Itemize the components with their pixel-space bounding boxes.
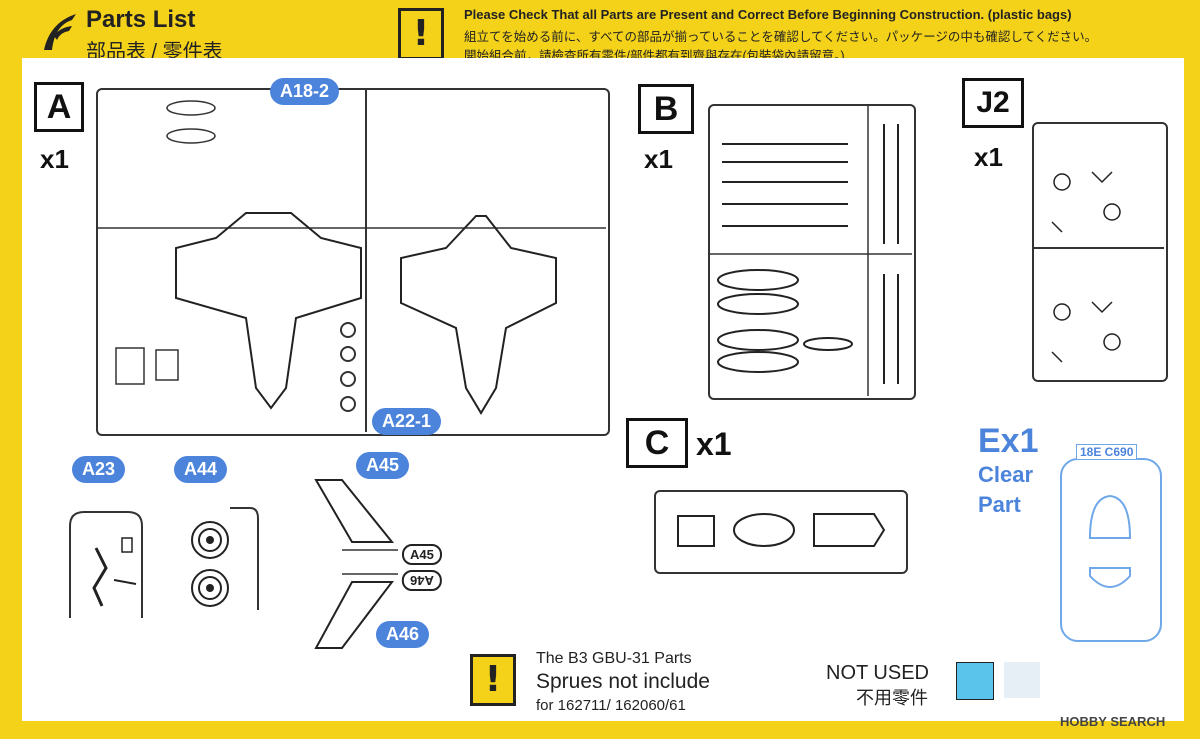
sprue-b-frame [708, 104, 916, 400]
page-title: Parts List [86, 6, 196, 33]
sprue-c-frame [654, 490, 908, 574]
sprue-a-qty: x1 [40, 144, 69, 174]
sprue-c-parts-drawing [677, 513, 886, 547]
clear-part-canopy-drawing [1088, 494, 1132, 588]
not-used-label-zh: 不用零件 [856, 688, 928, 708]
parts-panel [22, 58, 1184, 721]
sprue-a-parts-drawing [96, 88, 606, 432]
page-subtitle: 部品表 / 零件表 [86, 41, 223, 63]
footer-gbu-line3: for 162711/ 162060/61 [536, 697, 686, 714]
sprue-b-letter: B [638, 84, 694, 134]
tag-a45: A45 [402, 544, 442, 565]
callout-a22-1: A22-1 [372, 408, 442, 435]
a45-a46-fins-drawing [314, 479, 398, 649]
clear-part-code: 18E C690 [1076, 444, 1138, 460]
clear-part-qty: Ex1 [978, 422, 1039, 460]
sprue-a-letter: A [34, 82, 84, 132]
notice-japanese: 組立てを始める前に、すべての部品が揃っていることを確認してください。パッケージの… [464, 30, 1098, 44]
notice-english: Please Check That all Parts are Present … [464, 7, 1072, 22]
sprue-j2-qty: x1 [974, 142, 1003, 172]
sprue-j2-letter: J2 [962, 78, 1024, 128]
sprue-j2-frame [1032, 122, 1168, 382]
footer-gbu-line2: Sprues not include [536, 670, 710, 693]
clear-part-label-line2: Part [978, 492, 1021, 517]
callout-a18-2: A18-2 [270, 78, 340, 105]
callout-a44: A44 [174, 456, 228, 483]
not-used-swatch-light [1004, 662, 1040, 698]
clear-part-label-line1: Clear [978, 462, 1034, 487]
sprue-b-parts-drawing [708, 104, 912, 396]
sprue-b-qty: x1 [644, 144, 673, 174]
brand-logo-icon [44, 14, 76, 50]
callout-a45: A45 [356, 452, 410, 479]
footer-gbu-line1: The B3 GBU-31 Parts [536, 650, 692, 667]
not-used-swatch [956, 662, 994, 700]
callout-a23: A23 [72, 456, 126, 483]
a23-part-drawing [69, 511, 143, 618]
tag-a46: A46 [402, 570, 442, 591]
watermark-text: HOBBY SEARCH [1060, 714, 1166, 729]
not-used-label: NOT USED [826, 662, 929, 684]
warning-icon: ! [398, 8, 444, 60]
footer-warning-icon: ! [470, 654, 516, 706]
sprue-j2-parts-drawing [1032, 171, 1164, 363]
a44-wheels-drawing [191, 507, 259, 610]
sprue-a-frame [96, 88, 610, 436]
sprue-c-letter: C [626, 418, 688, 468]
sprue-c-qty: x1 [696, 426, 732, 462]
callout-a46: A46 [376, 621, 430, 648]
